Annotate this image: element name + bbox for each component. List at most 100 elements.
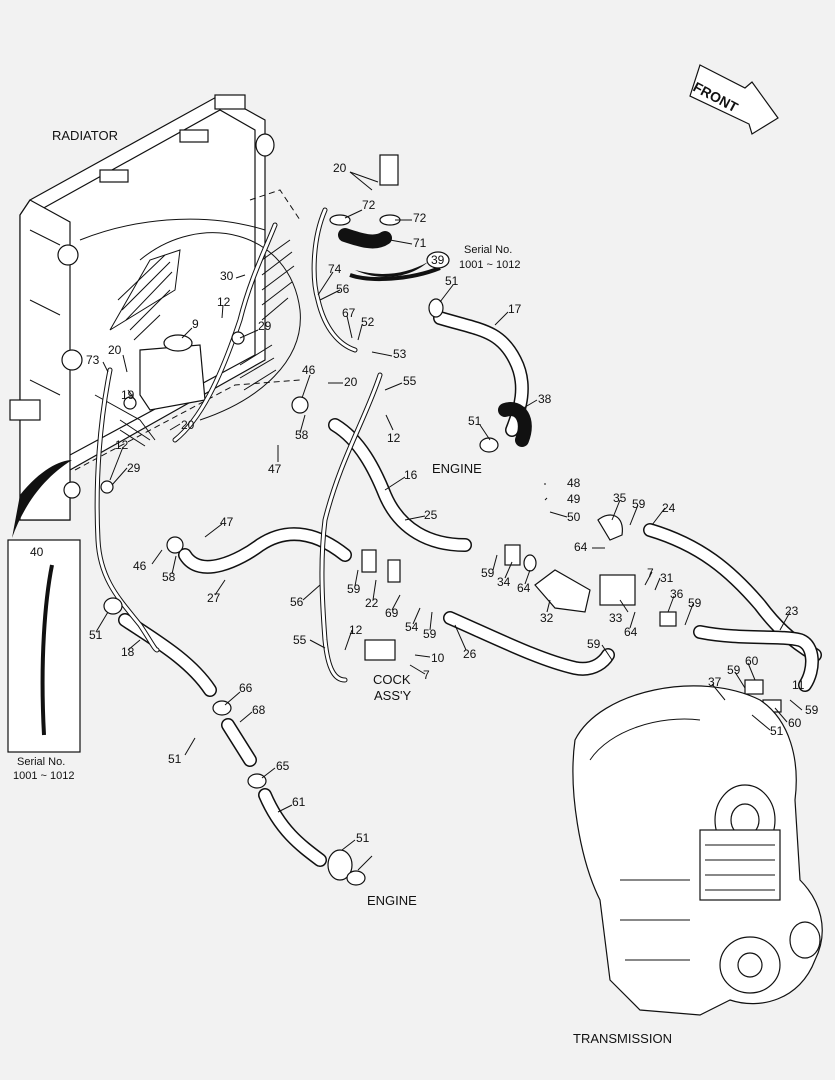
callout: 59 (347, 582, 361, 596)
radiator-label: RADIATOR (52, 128, 118, 143)
serial-variant-callout: 39 Serial No. 1001 ~ 1012 (355, 244, 520, 277)
callout: 53 (393, 347, 407, 361)
callout: 25 (424, 508, 438, 522)
callout: 55 (403, 374, 417, 388)
callout: 33 (609, 611, 623, 625)
callout: 59 (727, 663, 741, 677)
inset-serial-line1: Serial No. (17, 756, 65, 768)
callout: 22 (365, 596, 379, 610)
callout: 54 (405, 620, 419, 634)
callout: 59 (481, 566, 495, 580)
callout: 60 (745, 654, 759, 668)
callout: 59 (632, 497, 646, 511)
callout: 59 (805, 703, 819, 717)
serial-top-line1: Serial No. (464, 244, 512, 256)
callout: 19 (121, 388, 135, 402)
callout: 73 (86, 353, 100, 367)
callout: 26 (463, 647, 477, 661)
callout: 7 (647, 566, 654, 580)
callout: 20 (344, 375, 358, 389)
callout: 51 (468, 414, 482, 428)
callout: 71 (413, 236, 427, 250)
callout: 59 (688, 596, 702, 610)
callout: 23 (785, 604, 799, 618)
inset-serial-line2: 1001 ~ 1012 (13, 770, 74, 782)
callout: 56 (336, 282, 350, 296)
callout: 64 (517, 581, 531, 595)
callout: 16 (404, 468, 418, 482)
callout: 11 (792, 678, 805, 692)
callout: 48 (567, 476, 581, 490)
callout: 67 (342, 306, 356, 320)
callout: 64 (624, 625, 638, 639)
fittings (100, 154, 782, 886)
callout: 46 (302, 363, 316, 377)
callout: 65 (276, 759, 290, 773)
callout: 12 (115, 438, 129, 452)
callout: 24 (662, 501, 676, 515)
callout: 12 (349, 623, 363, 637)
radiator-drawing (9, 94, 301, 521)
engine-label-bottom: ENGINE (367, 893, 417, 908)
callout: 18 (121, 645, 135, 659)
callout: 35 (613, 491, 627, 505)
callout: 49 (567, 492, 581, 506)
callout-numbers: 20 72 72 71 51 17 38 51 74 56 67 52 53 2… (86, 161, 819, 845)
callout: 60 (788, 716, 802, 730)
callout: 27 (207, 591, 221, 605)
callout: 29 (258, 319, 272, 333)
cock-label-line1: COCK (373, 672, 411, 687)
callout: 29 (127, 461, 141, 475)
cock-label-line2: ASS'Y (374, 688, 411, 703)
callout: 17 (508, 302, 522, 316)
circled-part-number: 39 (431, 253, 445, 267)
callout: 47 (268, 462, 282, 476)
reservoir-tank (123, 334, 206, 411)
callout: 12 (387, 431, 401, 445)
callout: 66 (239, 681, 253, 695)
callout: 51 (445, 274, 459, 288)
callout: 10 (431, 651, 445, 665)
callout: 61 (292, 795, 306, 809)
front-arrow: FRONT (689, 64, 779, 135)
callout: 7 (423, 668, 430, 682)
callout: 69 (385, 606, 399, 620)
callout: 38 (538, 392, 552, 406)
callout: 34 (497, 575, 511, 589)
callout: 46 (133, 559, 147, 573)
hoses (94, 207, 822, 867)
callout: 47 (220, 515, 234, 529)
callout: 36 (670, 587, 684, 601)
callout: 59 (423, 627, 437, 641)
callout: 58 (295, 428, 309, 442)
callout: 20 (181, 418, 195, 432)
inset-box: 40 Serial No. 1001 ~ 1012 (7, 460, 81, 782)
callout: 72 (413, 211, 427, 225)
callout: 30 (220, 269, 234, 283)
callout: 9 (192, 317, 199, 331)
callout: 31 (660, 571, 674, 585)
callout: 50 (567, 510, 581, 524)
serial-top-line2: 1001 ~ 1012 (459, 259, 520, 271)
callout: 64 (574, 540, 588, 554)
callout: 12 (217, 295, 231, 309)
callout: 51 (89, 628, 103, 642)
callout: 51 (356, 831, 370, 845)
engine-label-top: ENGINE (432, 461, 482, 476)
callout: 32 (540, 611, 554, 625)
callout: 52 (361, 315, 375, 329)
callout: 74 (328, 262, 342, 276)
callout: 68 (252, 703, 266, 717)
transmission-label: TRANSMISSION (573, 1031, 672, 1046)
inset-part-number: 40 (30, 545, 44, 559)
callout: 37 (708, 675, 722, 689)
callout: 59 (587, 637, 601, 651)
callout: 20 (108, 343, 122, 357)
callout: 51 (168, 752, 182, 766)
callout: 58 (162, 570, 176, 584)
leader-lines (95, 171, 803, 871)
transmission-drawing (572, 685, 823, 1016)
callout: 56 (290, 595, 304, 609)
